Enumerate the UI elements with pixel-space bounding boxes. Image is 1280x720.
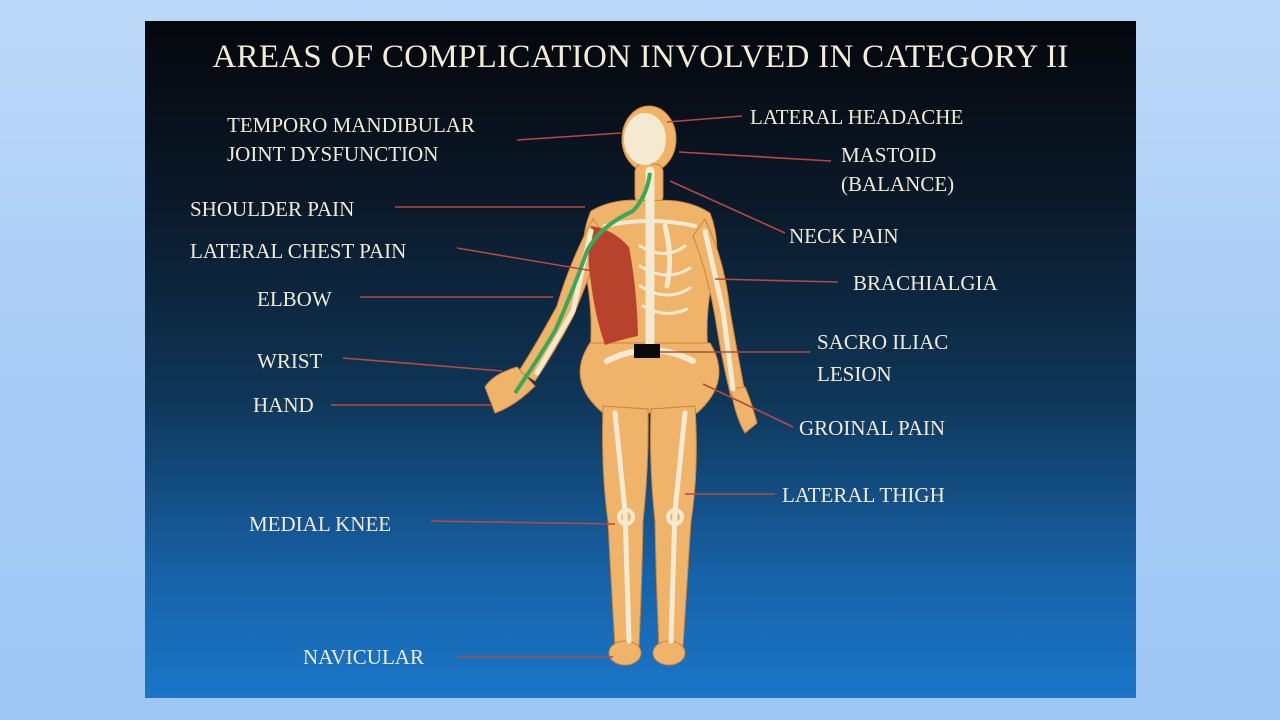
label-brachialgia: BRACHIALGIA — [853, 271, 998, 295]
anatomy-poster: AREAS OF COMPLICATION INVOLVED IN CATEGO… — [145, 21, 1136, 698]
label-medial-knee: MEDIAL KNEE — [249, 512, 392, 536]
label-mastoid-line1: MASTOID — [841, 143, 937, 167]
label-groinal-pain: GROINAL PAIN — [799, 416, 946, 440]
label-temporo-mandibular-line1: TEMPORO MANDIBULAR — [227, 113, 475, 137]
latissimus-muscle — [588, 226, 638, 345]
label-neck-pain: NECK PAIN — [789, 224, 899, 248]
label-sacro-iliac: SACRO ILIAC LESION — [817, 326, 948, 390]
label-sacro-iliac-line1: SACRO ILIAC — [817, 330, 949, 354]
label-lateral-chest-pain: LATERAL CHEST PAIN — [190, 239, 407, 263]
right-hand — [730, 386, 758, 434]
label-temporo-mandibular-line2: JOINT DYSFUNCTION — [227, 142, 439, 166]
label-temporo-mandibular: TEMPORO MANDIBULAR JOINT DYSFUNCTION — [227, 111, 475, 169]
label-navicular: NAVICULAR — [303, 645, 424, 669]
label-shoulder-pain: SHOULDER PAIN — [190, 197, 355, 221]
poster-title: AREAS OF COMPLICATION INVOLVED IN CATEGO… — [212, 39, 1069, 75]
label-lateral-thigh: LATERAL THIGH — [782, 483, 945, 507]
sacro-iliac-marker — [634, 344, 660, 358]
label-mastoid: MASTOID (BALANCE) — [841, 141, 954, 199]
body-figure — [331, 105, 839, 666]
label-mastoid-line2: (BALANCE) — [841, 172, 955, 196]
label-wrist: WRIST — [257, 349, 323, 373]
label-sacro-iliac-line2: LESION — [817, 362, 892, 386]
label-lateral-headache: LATERAL HEADACHE — [750, 105, 964, 129]
label-hand: HAND — [253, 393, 314, 417]
nerve-path — [513, 172, 652, 395]
right-foot — [652, 640, 686, 666]
label-elbow: ELBOW — [257, 287, 332, 311]
left-foot — [608, 640, 642, 666]
